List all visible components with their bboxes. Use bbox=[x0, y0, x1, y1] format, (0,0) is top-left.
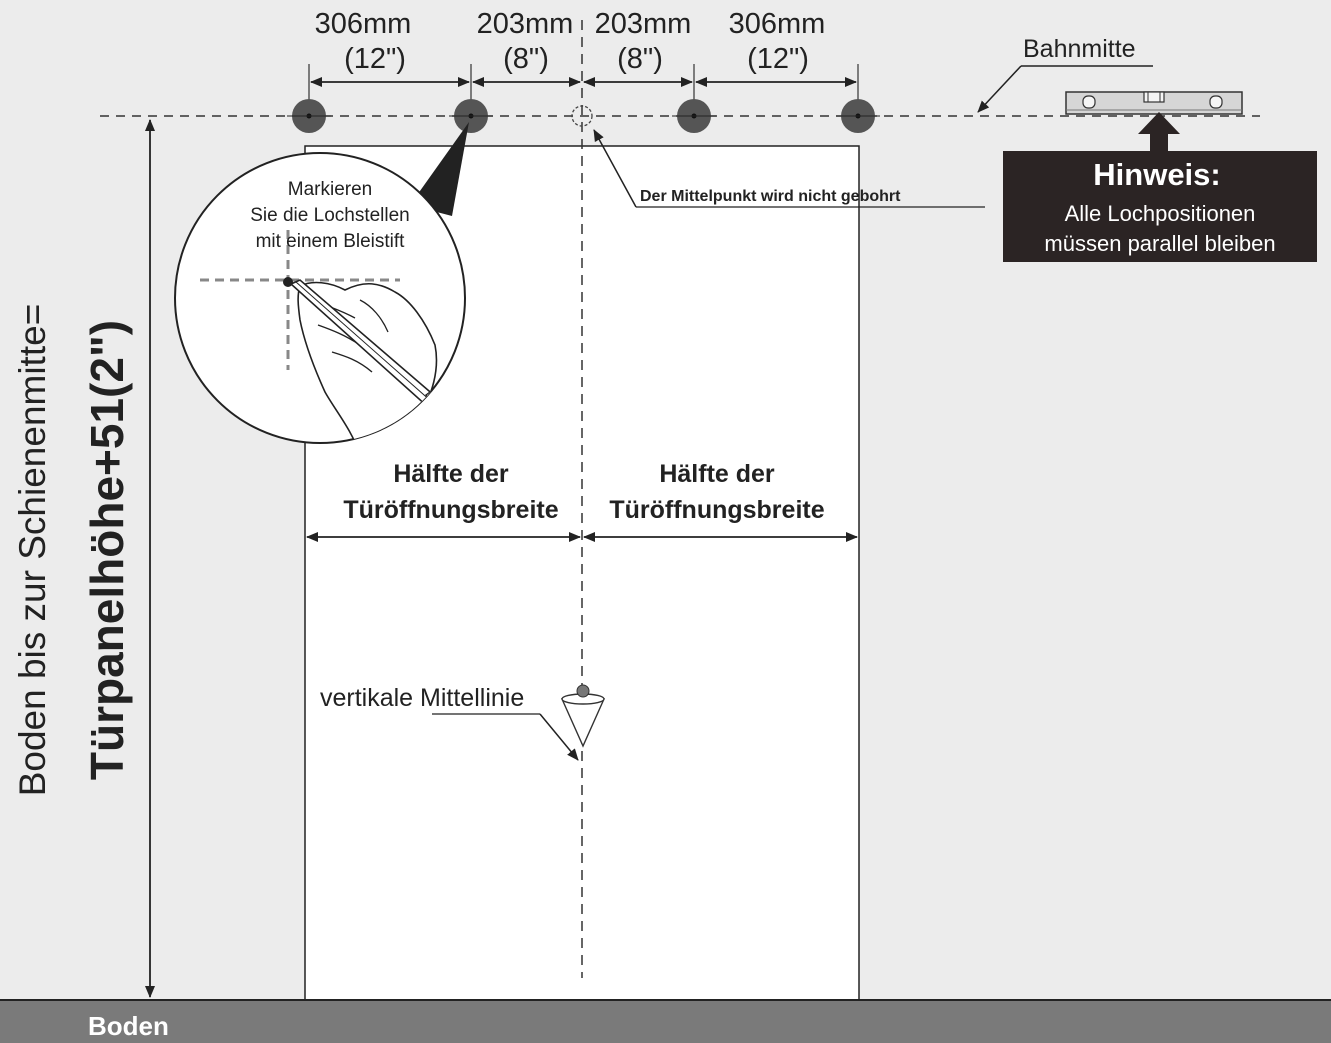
note-title: Hinweis: bbox=[1093, 157, 1220, 192]
height-label-line-2: Türpanelhöhe+51(2") bbox=[81, 320, 133, 780]
plumb-bob-icon bbox=[560, 684, 606, 748]
half-width-right-line-2: Türöffnungsbreite bbox=[609, 496, 824, 524]
dim-inch-3: (8") bbox=[617, 43, 663, 75]
half-width-left-line-1: Hälfte der bbox=[393, 460, 509, 488]
hole-marker-3 bbox=[672, 99, 716, 133]
hole-marker-2 bbox=[449, 99, 493, 133]
dim-inch-2: (8") bbox=[503, 43, 549, 75]
note-line-1: Alle Lochpositionen bbox=[1065, 201, 1256, 226]
center-point-marker bbox=[571, 105, 593, 127]
half-width-left-line-2: Türöffnungsbreite bbox=[343, 496, 558, 524]
callout-line-2: Sie die Lochstellen bbox=[250, 205, 410, 226]
callout-line-1: Markieren bbox=[288, 179, 372, 200]
magnifier-callout bbox=[174, 152, 466, 444]
note-box bbox=[1003, 151, 1317, 262]
note-line-2: müssen parallel bleiben bbox=[1044, 231, 1275, 256]
dim-value-2: 203mm bbox=[477, 8, 574, 40]
note-up-arrow-icon bbox=[1138, 112, 1180, 154]
center-not-drilled-leader bbox=[593, 129, 637, 208]
dim-value-1: 306mm bbox=[315, 8, 412, 40]
track-center-label: Bahnmitte bbox=[1023, 35, 1136, 63]
hole-marker-1 bbox=[287, 99, 331, 133]
dim-value-3: 203mm bbox=[595, 8, 692, 40]
callout-pointer bbox=[410, 122, 469, 216]
floor-bar bbox=[0, 1000, 1331, 1043]
half-width-right-line-1: Hälfte der bbox=[659, 460, 775, 488]
dim-inch-4: (12") bbox=[747, 43, 809, 75]
center-not-drilled-label: Der Mittelpunkt wird nicht gebohrt bbox=[640, 188, 901, 205]
dimension-extension-lines bbox=[308, 64, 859, 102]
track-center-leader bbox=[977, 65, 1022, 113]
dim-inch-1: (12") bbox=[344, 43, 406, 75]
callout-line-3: mit einem Bleistift bbox=[256, 231, 406, 252]
floor-label: Boden bbox=[88, 1011, 169, 1041]
spirit-level-icon bbox=[1065, 91, 1243, 115]
dim-value-4: 306mm bbox=[729, 8, 826, 40]
vertical-center-line-label: vertikale Mittellinie bbox=[320, 684, 524, 712]
vertical-center-line-leader bbox=[539, 713, 579, 761]
hole-marker-4 bbox=[836, 99, 880, 133]
height-label-line-1: Boden bis zur Schienenmitte= bbox=[12, 304, 53, 797]
